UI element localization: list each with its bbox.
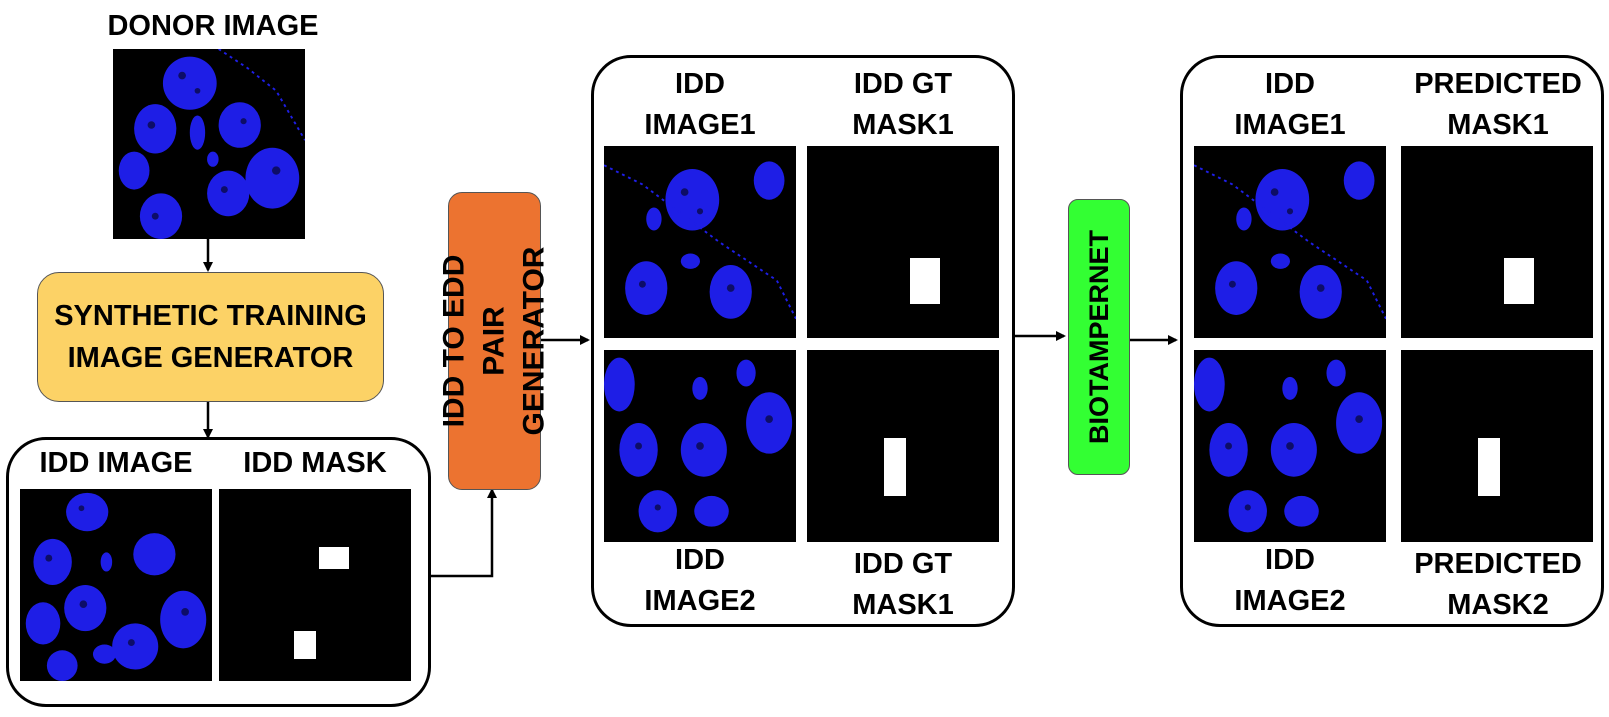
idd-to-edd-pair-generator: IDD TO EDD PAIR GENERATOR xyxy=(438,192,551,490)
edd-image1-label: IDD IMAGE1 xyxy=(644,68,756,141)
idd-image xyxy=(20,489,212,681)
idd-image-label: IDD IMAGE xyxy=(39,447,193,479)
biotampernet-label: BIOTAMPERNET xyxy=(1084,230,1114,444)
mask-region xyxy=(1478,438,1500,496)
mask-region xyxy=(319,547,349,569)
prediction-panel xyxy=(1180,55,1604,627)
edd-image2-label: IDD IMAGE2 xyxy=(644,544,756,617)
pair-generator-label: IDD TO EDD PAIR GENERATOR xyxy=(437,246,551,436)
pred-image2-label: IDD IMAGE2 xyxy=(1234,544,1346,617)
edd-panel xyxy=(591,55,1015,627)
idd-panel xyxy=(6,437,431,707)
mask-region xyxy=(294,631,316,659)
synthetic-training-image-generator: SYNTHETIC TRAINING IMAGE GENERATOR xyxy=(37,272,384,402)
pred-mask2-label: PREDICTED MASK2 xyxy=(1414,548,1582,621)
biotampernet: BIOTAMPERNET xyxy=(1068,199,1130,475)
predicted-mask2 xyxy=(1401,350,1593,542)
pred-mask1-label: PREDICTED MASK1 xyxy=(1414,68,1582,141)
mask-region xyxy=(910,258,940,304)
idd-mask-label: IDD MASK xyxy=(243,447,387,479)
predicted-mask1 xyxy=(1401,146,1593,338)
edd-mask2-label: IDD GT MASK1 xyxy=(852,548,954,621)
synthetic-generator-label: SYNTHETIC TRAINING IMAGE GENERATOR xyxy=(54,300,367,374)
edd-mask1-label: IDD GT MASK1 xyxy=(852,68,954,141)
edd-gt-mask2 xyxy=(807,350,999,542)
mask-region xyxy=(884,438,906,496)
donor-image-label: DONOR IMAGE xyxy=(107,10,319,42)
edd-image2 xyxy=(604,350,796,542)
donor-image xyxy=(113,49,305,239)
arrow-idd-to-pair-generator xyxy=(430,488,497,578)
pred-image2 xyxy=(1194,350,1386,542)
edd-gt-mask1 xyxy=(807,146,999,338)
mask-region xyxy=(1504,258,1534,304)
idd-mask xyxy=(219,489,411,681)
pred-image1-label: IDD IMAGE1 xyxy=(1234,68,1346,141)
pred-image1 xyxy=(1194,146,1386,338)
edd-image1 xyxy=(604,146,796,338)
